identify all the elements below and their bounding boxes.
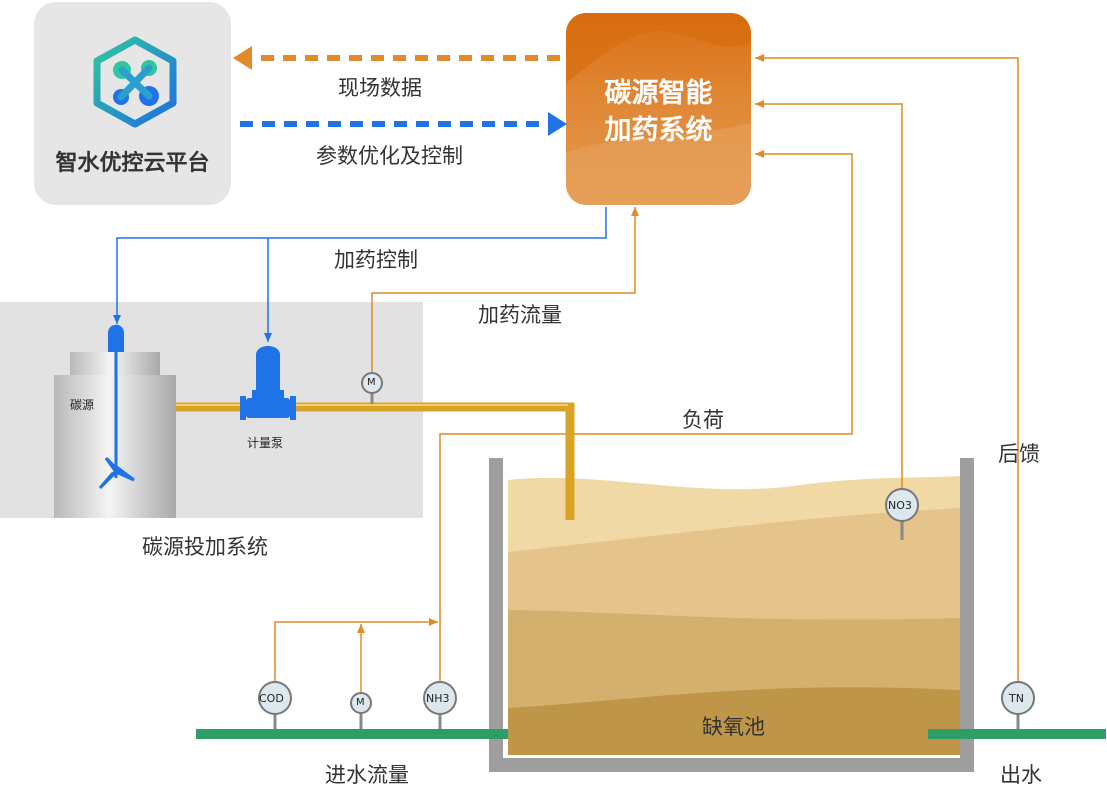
no3-sensor-icon (885, 488, 919, 540)
flow-meter-gauge-icon (361, 372, 383, 404)
inflow-pipe (196, 729, 508, 739)
dosing-box-decoration (566, 13, 751, 205)
carbon-tank-label: 碳源 (70, 398, 95, 412)
feedback-label: 后馈 (998, 442, 1040, 466)
dosing-system-box: 碳源智能 加药系统 (566, 13, 751, 205)
dosing-control-label: 加药控制 (334, 248, 418, 272)
platform-card: 智水优控云平台 (34, 2, 231, 205)
tn-sensor-label: TN (1009, 692, 1024, 705)
anoxic-tank-label: 缺氧池 (702, 715, 765, 739)
dosing-system-title: 碳源智能 加药系统 (566, 75, 751, 149)
param-optimization-arrow (240, 112, 567, 136)
no3-sensor-label: NO3 (888, 499, 912, 512)
dosing-system-caption: 碳源投加系统 (142, 535, 268, 559)
metering-pump-label: 计量泵 (247, 436, 284, 450)
outflow-label: 出水 (1000, 763, 1042, 787)
inflow-meter-icon (350, 692, 372, 729)
dosing-pipe (176, 402, 575, 520)
agitator-icon (98, 324, 135, 490)
dosing-title-line1: 碳源智能 (604, 78, 713, 109)
cod-sensor-label: COD (259, 692, 284, 705)
anoxic-tank (489, 458, 974, 772)
hex-molecule-logo-icon (93, 36, 177, 128)
outflow-pipe (928, 729, 1106, 739)
inflow-label: 进水流量 (325, 763, 409, 787)
control-lines (113, 207, 607, 342)
dosing-flow-label: 加药流量 (478, 303, 562, 327)
metering-pump-icon (240, 346, 296, 420)
platform-title: 智水优控云平台 (55, 151, 210, 176)
load-label: 负荷 (682, 408, 724, 432)
site-data-label: 现场数据 (338, 76, 422, 100)
param-optimization-label: 参数优化及控制 (316, 144, 463, 168)
cod-sensor-icon (258, 681, 292, 729)
signal-lines (274, 54, 1019, 693)
inflow-meter-label: M (356, 697, 365, 708)
tn-sensor-icon (1001, 681, 1035, 729)
flow-meter-label: M (367, 377, 376, 388)
dosing-title-line2: 加药系统 (604, 115, 713, 146)
nh3-sensor-icon (423, 681, 457, 729)
site-data-arrow (233, 46, 560, 70)
nh3-sensor-label: NH3 (426, 692, 450, 705)
